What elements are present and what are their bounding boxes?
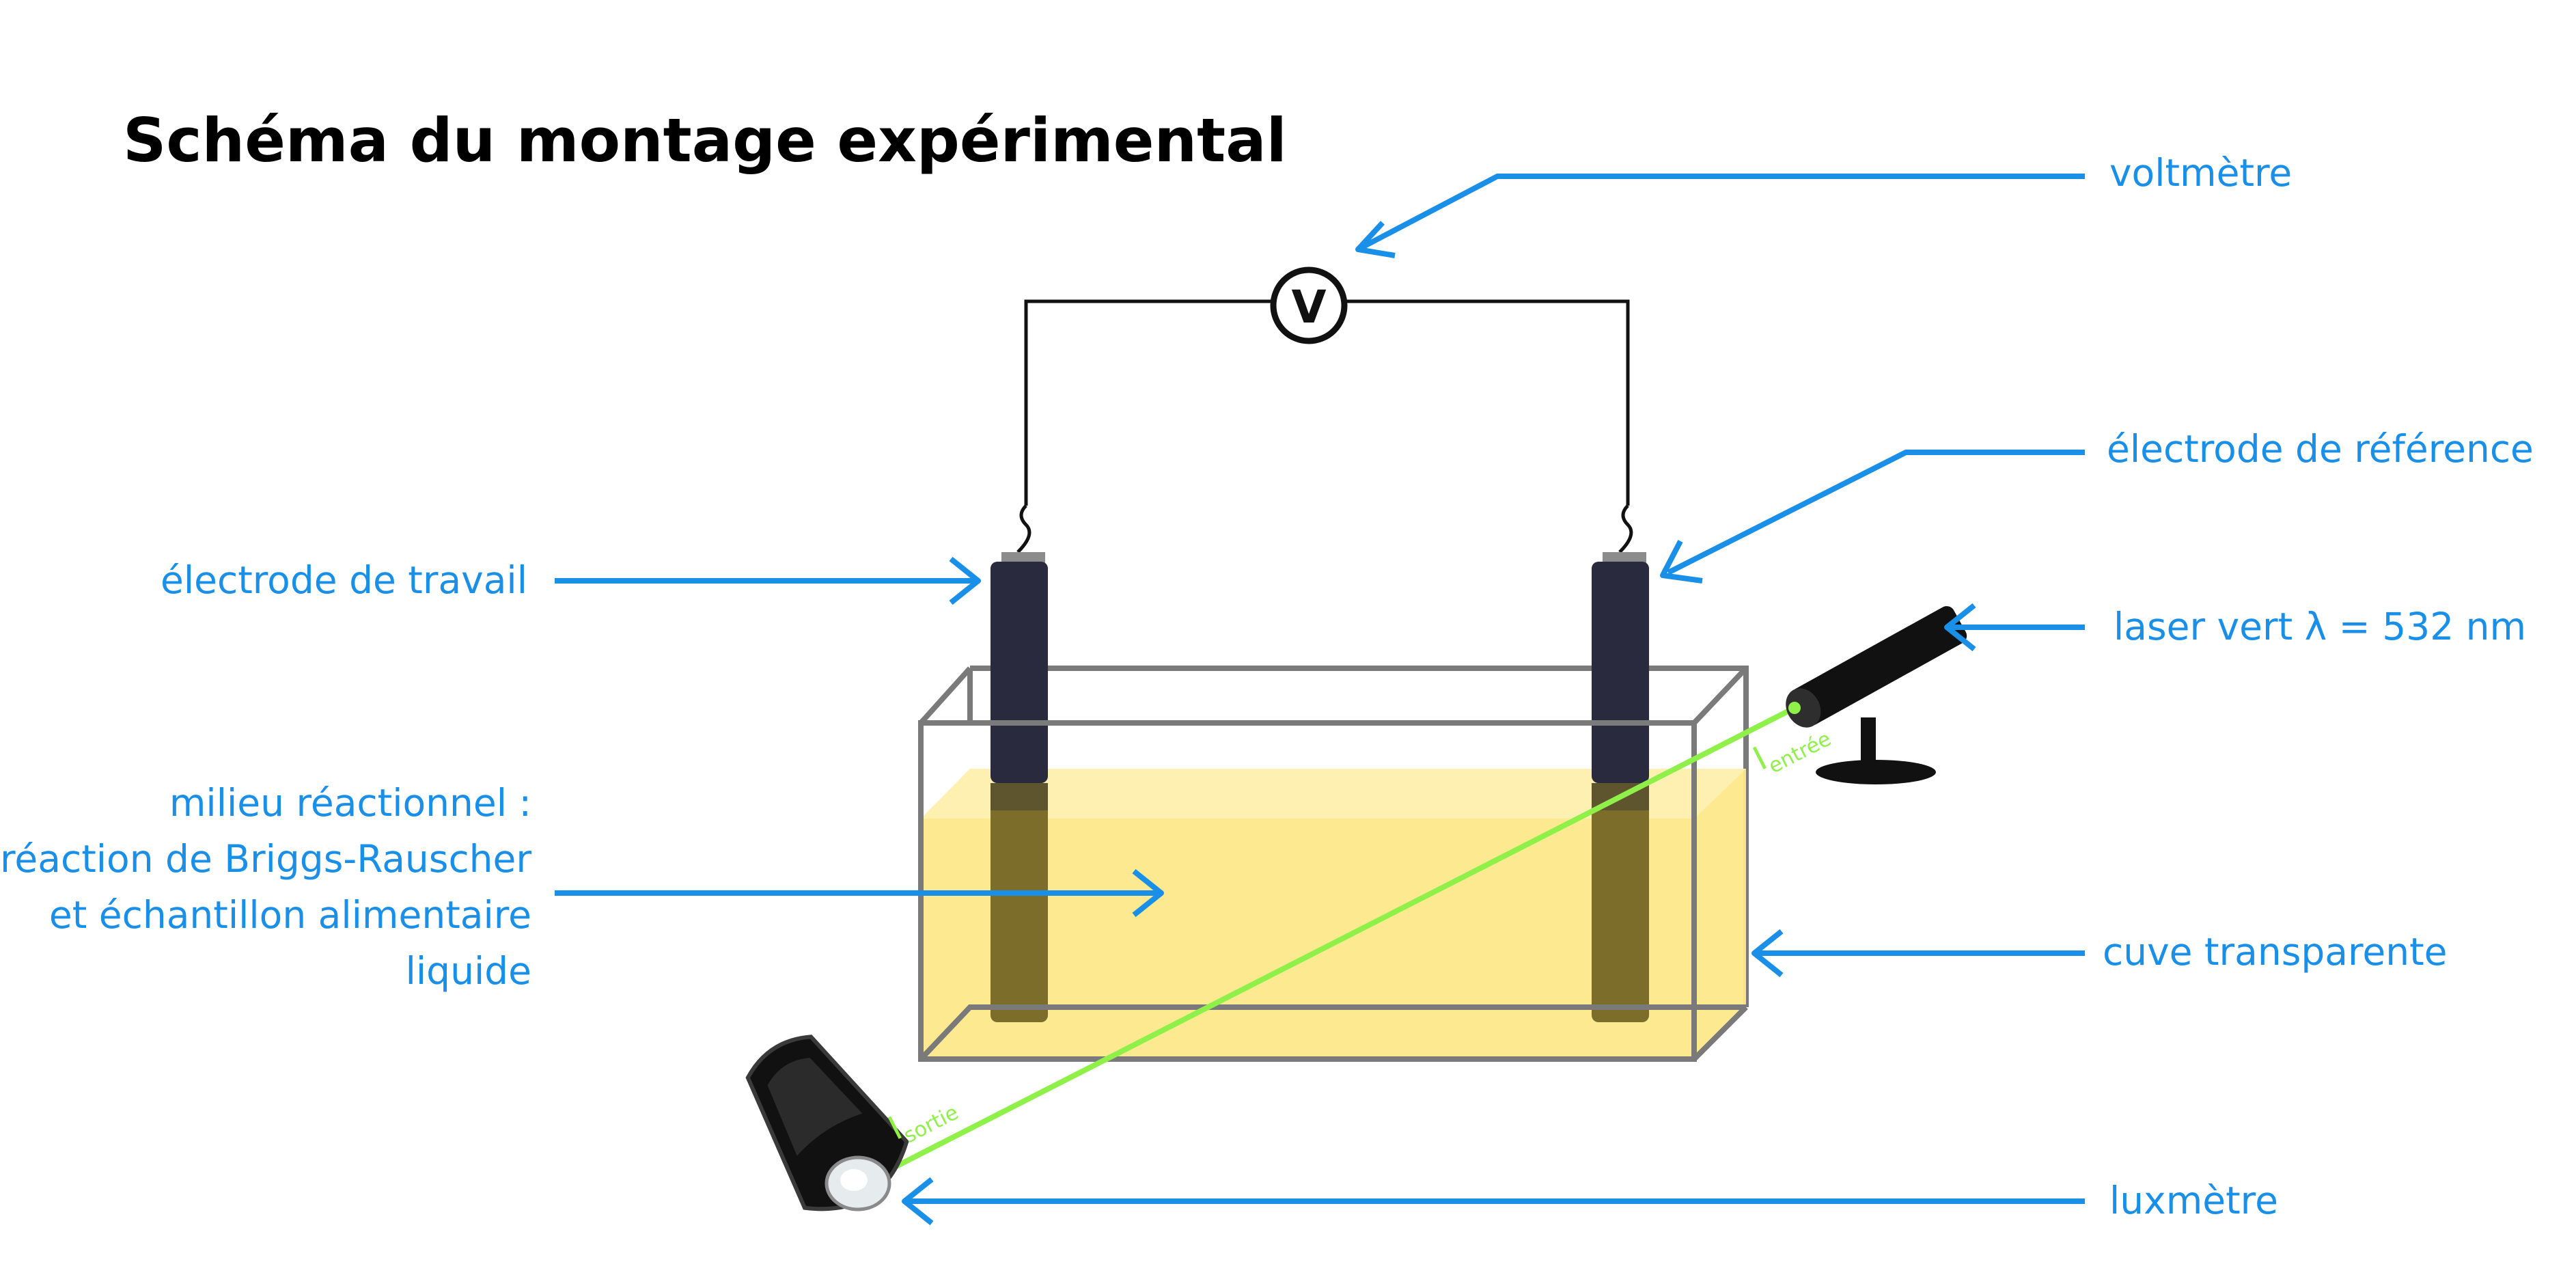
reference-electrode	[1592, 552, 1649, 1022]
page-title: Schéma du montage expérimental	[123, 105, 1287, 176]
label-luxmeter: luxmètre	[2109, 1179, 2278, 1222]
working-electrode	[991, 552, 1048, 1022]
voltmeter-icon: V	[1270, 266, 1348, 344]
arrow-reference-electrode	[1667, 450, 2085, 575]
label-medium-line1: milieu réactionnel :	[169, 781, 531, 825]
label-medium-line4: liquide	[406, 949, 531, 993]
label-laser: laser vert λ = 532 nm	[2114, 605, 2526, 648]
luxmeter-icon	[745, 1034, 909, 1211]
reaction-medium-liquid	[921, 769, 1746, 1059]
voltmeter-symbol: V	[1291, 281, 1326, 333]
laser-pointer-icon	[1786, 606, 1967, 784]
label-tank: cuve transparente	[2103, 930, 2447, 974]
label-medium-line3: et échantillon alimentaire	[49, 893, 531, 937]
laser-beam	[855, 705, 1797, 1189]
circuit-wire	[1016, 299, 1633, 553]
label-medium-line2: réaction de Briggs-Rauscher	[0, 837, 531, 881]
label-voltmeter: voltmètre	[2109, 151, 2292, 195]
transparent-tank	[918, 666, 1748, 1062]
label-reference-electrode: électrode de référence	[2107, 427, 2534, 471]
arrow-voltmeter	[1357, 174, 2085, 252]
callout-arrows	[555, 174, 2085, 1226]
label-working-electrode: électrode de travail	[161, 558, 527, 602]
